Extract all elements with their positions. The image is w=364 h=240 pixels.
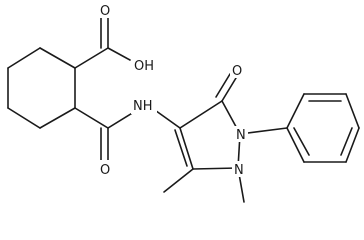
amide-nitrogen-label: NH: [133, 99, 153, 114]
pyrazole-n1-label: N: [236, 128, 246, 143]
pyrazole-n2-label: N: [234, 163, 244, 178]
molecule-structure: OH O O NH O N N: [7, 2, 360, 203]
ketone-oxygen-label: O: [232, 64, 242, 79]
acid-oxygen-label: O: [100, 4, 110, 19]
bond-lines: [7, 15, 360, 203]
hydroxyl-label: OH: [134, 59, 154, 74]
atom-labels: OH O O NH O N N: [98, 2, 248, 178]
amide-oxygen-label: O: [100, 163, 110, 178]
structure-canvas: OH O O NH O N N: [7, 2, 360, 203]
